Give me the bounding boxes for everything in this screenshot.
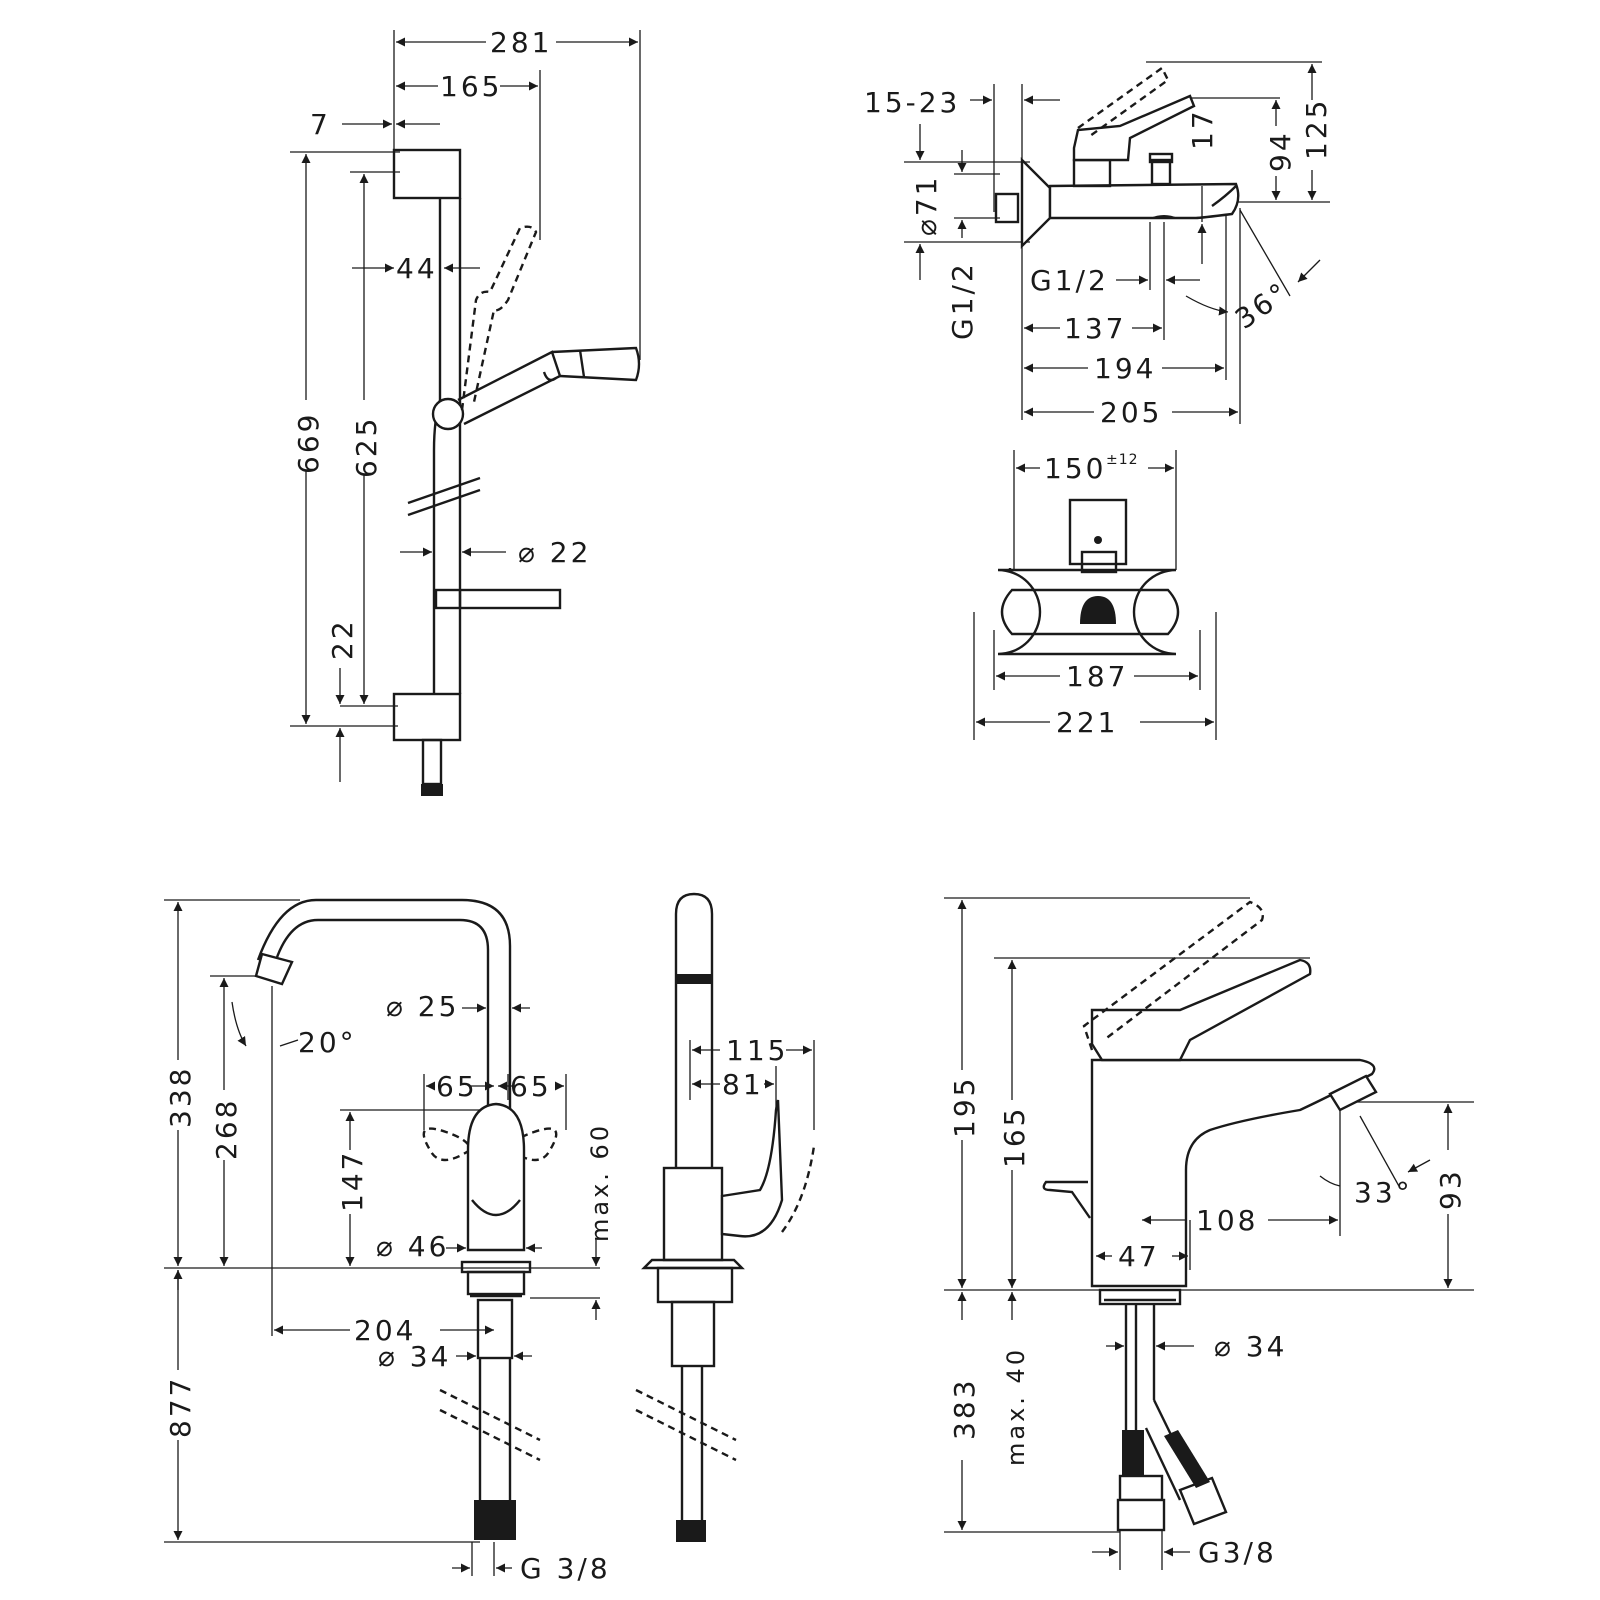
- dim-625: 625: [350, 416, 383, 478]
- basin-base: [1098, 1288, 1182, 1306]
- dim-max-60: max. 60: [586, 1123, 614, 1242]
- dim-65-left: 65: [436, 1070, 478, 1103]
- dim-125: 125: [1300, 98, 1333, 160]
- dim-7: 7: [310, 108, 331, 141]
- dim-205: 205: [1100, 396, 1162, 429]
- lever-base: [1072, 158, 1112, 188]
- kitchen-spout-side: [674, 892, 714, 1168]
- dim-338: 338: [164, 1066, 197, 1128]
- thread-g1-2-left: G1/2: [946, 261, 979, 340]
- basin-lever: [1090, 958, 1312, 1062]
- dim-diameter-25: ⌀ 25: [386, 990, 459, 1023]
- kitchen-body-front: [466, 1102, 526, 1252]
- dim-165-basin: 165: [998, 1106, 1031, 1168]
- dim-383: 383: [948, 1378, 981, 1440]
- angle-20: 20°: [298, 1026, 357, 1059]
- dim-281: 281: [490, 26, 552, 59]
- dim-877: 877: [164, 1376, 197, 1438]
- dim-669: 669: [292, 412, 325, 474]
- bath-mixer-drawing: 15-23 G1/2 ⌀71 17 94 125 G1/2 36° 137 19…: [864, 61, 1333, 740]
- dim-115: 115: [726, 1034, 788, 1067]
- diverter-knob: [1150, 158, 1172, 186]
- kitchen-lever-side: [720, 1099, 784, 1238]
- dim-15-23: 15-23: [864, 86, 960, 119]
- bottom-wall-bracket: [392, 692, 462, 742]
- dim-221: 221: [1056, 706, 1118, 739]
- thread-g3-8-kitchen: G 3/8: [520, 1552, 611, 1585]
- spout-aerator: [254, 952, 294, 986]
- dim-194: 194: [1094, 352, 1156, 385]
- basin-mixer-drawing: 195 165 93 33° 108 47 ⌀ 34 max. 40 383 G…: [944, 897, 1474, 1570]
- angle-33: 33°: [1354, 1176, 1413, 1209]
- dim-195: 195: [948, 1076, 981, 1138]
- top-wall-bracket: [392, 148, 462, 200]
- thread-g1-2-mid: G1/2: [1030, 264, 1109, 297]
- dim-108: 108: [1196, 1204, 1258, 1237]
- dim-diameter-71: ⌀71: [910, 175, 943, 237]
- dim-150: 150: [1044, 452, 1106, 485]
- mixer-body-side: [1048, 182, 1240, 220]
- thread-g3-8-basin: G3/8: [1198, 1536, 1277, 1569]
- hand-shower: [457, 350, 562, 426]
- slider-knob: [431, 397, 465, 431]
- dim-81: 81: [722, 1068, 764, 1101]
- dim-137: 137: [1064, 312, 1126, 345]
- dim-diameter-22: ⌀ 22: [518, 536, 591, 569]
- dim-94: 94: [1264, 130, 1297, 172]
- dim-max-40: max. 40: [1002, 1347, 1030, 1466]
- dim-47: 47: [1118, 1240, 1160, 1273]
- dim-22: 22: [326, 618, 359, 660]
- dim-17: 17: [1186, 108, 1219, 150]
- kitchen-spout: [274, 918, 490, 1112]
- angle-36: 36°: [1229, 275, 1296, 336]
- front-spout: [1080, 596, 1116, 624]
- basin-body: [1090, 1058, 1376, 1288]
- front-lever: [1068, 498, 1128, 566]
- dim-187: 187: [1066, 660, 1128, 693]
- dim-65-right: 65: [510, 1070, 552, 1103]
- kitchen-mixer-drawing: 338 268 877 20° ⌀ 25 65 65 147 max. 60 ⌀…: [164, 892, 816, 1585]
- kitchen-body-side: [662, 1166, 724, 1262]
- dim-diameter-34-basin: ⌀ 34: [1214, 1330, 1287, 1363]
- dim-diameter-46: ⌀ 46: [376, 1230, 449, 1263]
- dim-165: 165: [440, 70, 502, 103]
- dim-diameter-34: ⌀ 34: [378, 1340, 451, 1373]
- dim-150-tolerance: ±12: [1106, 452, 1139, 468]
- dim-147: 147: [336, 1150, 369, 1212]
- lever-handle: [1072, 94, 1196, 162]
- wall-escutcheon: [1020, 157, 1052, 249]
- basin-aerator: [1328, 1074, 1378, 1112]
- dim-44: 44: [396, 252, 438, 285]
- dim-204: 204: [354, 1314, 416, 1347]
- soap-dish: [434, 588, 562, 610]
- dim-268: 268: [210, 1098, 243, 1160]
- shower-set-drawing: 281 165 7 669 625 44 ⌀ 22 22: [290, 26, 641, 796]
- dim-93: 93: [1434, 1168, 1467, 1210]
